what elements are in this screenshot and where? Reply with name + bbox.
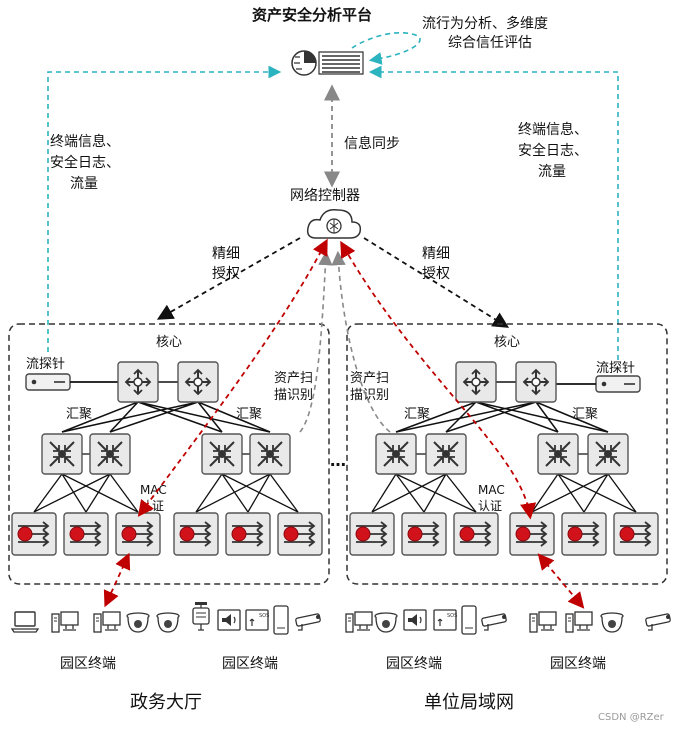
right-terminal-access-flow [537, 553, 585, 609]
left-access-switch-6-icon [277, 512, 323, 556]
right-probe-uplink [368, 65, 619, 360]
left-scan-line-2: 描识别 [274, 388, 313, 403]
left-access-switch-1-icon [11, 512, 57, 556]
right-core-label: 核心 [494, 335, 520, 350]
analysis-platform-icon [291, 50, 364, 76]
right-access-switch-5-icon [561, 512, 607, 556]
sync-label: 信息同步 [344, 135, 400, 152]
desktop-icon [51, 611, 79, 633]
laptop-icon [11, 611, 39, 633]
right-agg-switch-2-icon [425, 433, 467, 475]
display-panel-icon [461, 605, 477, 635]
left-access-switch-2-icon [63, 512, 109, 556]
dome-camera-icon [156, 612, 180, 633]
left-mac-line-1: MAC [140, 483, 167, 497]
right-scan-line-2: 描识别 [350, 388, 389, 403]
bullet-camera-icon [644, 612, 672, 631]
desktop-icon [529, 611, 557, 633]
right-access-switch-2-icon [401, 512, 447, 556]
sos-alarm-icon [245, 609, 270, 631]
auth-right-line-2: 授权 [422, 266, 450, 282]
left-agg-switch-4-icon [249, 433, 291, 475]
left-access-switch-4-icon [173, 512, 219, 556]
dome-camera-icon [374, 612, 398, 633]
right-agg-switch-4-icon [587, 433, 629, 475]
speaker-icon [403, 609, 427, 631]
self-analysis-arrow [351, 32, 421, 65]
left-mac-line-2: 认证 [140, 499, 164, 513]
left-agg-switch-1-icon [41, 433, 83, 475]
zone-ellipsis: … [330, 451, 346, 470]
left-agg-label-a: 汇聚 [66, 407, 92, 422]
controller-label: 网络控制器 [290, 188, 360, 204]
watermark: CSDN @RZer [598, 712, 665, 723]
desktop-icon [565, 611, 593, 633]
left-terminal-access-flow [103, 552, 131, 608]
controller-cloud-icon [306, 208, 362, 239]
left-scan-flow [299, 250, 333, 433]
right-scan-line-1: 资产扫 [350, 371, 389, 386]
platform-title: 资产安全分析平台 [252, 6, 372, 24]
left-core-router-2-icon [177, 361, 219, 403]
right-uplink-line-1: 终端信息、 [518, 121, 588, 138]
right-probe-icon [595, 375, 641, 393]
display-panel-icon [273, 605, 289, 635]
left-core-label: 核心 [156, 335, 182, 350]
right-core-router-1-icon [455, 361, 497, 403]
right-uplink-line-3: 流量 [538, 164, 566, 180]
left-uplink-line-3: 流量 [70, 176, 98, 192]
auth-left-line-2: 授权 [212, 266, 240, 282]
left-probe-icon [25, 373, 71, 391]
left-core-router-1-icon [117, 361, 159, 403]
right-zone-name: 单位局域网 [424, 692, 514, 713]
bullet-camera-icon [480, 612, 508, 631]
right-uplink-line-2: 安全日志、 [518, 142, 588, 159]
auth-left-line-1: 精细 [212, 246, 240, 262]
bullet-camera-icon [294, 612, 322, 631]
right-access-switch-4-icon [509, 512, 555, 556]
access-point-icon [192, 601, 210, 631]
speaker-icon [217, 609, 241, 631]
left-access-switch-5-icon [225, 512, 271, 556]
desktop-icon [345, 611, 373, 633]
right-agg-label-a: 汇聚 [404, 407, 430, 422]
left-agg-switch-2-icon [89, 433, 131, 475]
right-access-switch-3-icon [453, 512, 499, 556]
platform-note-line-1: 流行为分析、多维度 [422, 15, 548, 32]
platform-note-line-2: 综合信任评估 [448, 35, 532, 51]
left-zone-name: 政务大厅 [130, 692, 202, 713]
dome-camera-icon [600, 612, 624, 633]
right-probe-label: 流探针 [596, 361, 635, 376]
left-terminal-label-a: 园区终端 [60, 656, 116, 672]
left-scan-line-1: 资产扫 [274, 371, 313, 386]
right-access-switch-6-icon [613, 512, 659, 556]
right-terminal-label-b: 园区终端 [550, 656, 606, 672]
left-probe-uplink [47, 65, 282, 352]
left-uplink-line-2: 安全日志、 [50, 154, 120, 171]
right-agg-label-b: 汇聚 [572, 407, 598, 422]
right-mac-line-2: 认证 [478, 499, 502, 513]
left-terminal-label-b: 园区终端 [222, 656, 278, 672]
auth-right-line-1: 精细 [422, 246, 450, 262]
left-agg-switch-3-icon [201, 433, 243, 475]
right-agg-switch-3-icon [537, 433, 579, 475]
right-access-switch-1-icon [349, 512, 395, 556]
left-uplink-line-1: 终端信息、 [50, 133, 120, 150]
right-agg-switch-1-icon [375, 433, 417, 475]
sos-alarm-icon [433, 609, 458, 631]
right-mac-auth-flow [340, 240, 537, 520]
left-mac-auth-flow [137, 238, 328, 517]
left-access-switch-3-icon [115, 512, 161, 556]
desktop-icon [93, 611, 121, 633]
right-mac-line-1: MAC [478, 483, 505, 497]
right-terminal-label-a: 园区终端 [386, 656, 442, 672]
right-core-router-2-icon [515, 361, 557, 403]
dome-camera-icon [126, 612, 150, 633]
left-agg-label-b: 汇聚 [236, 407, 262, 422]
left-probe-label: 流探针 [26, 357, 65, 372]
